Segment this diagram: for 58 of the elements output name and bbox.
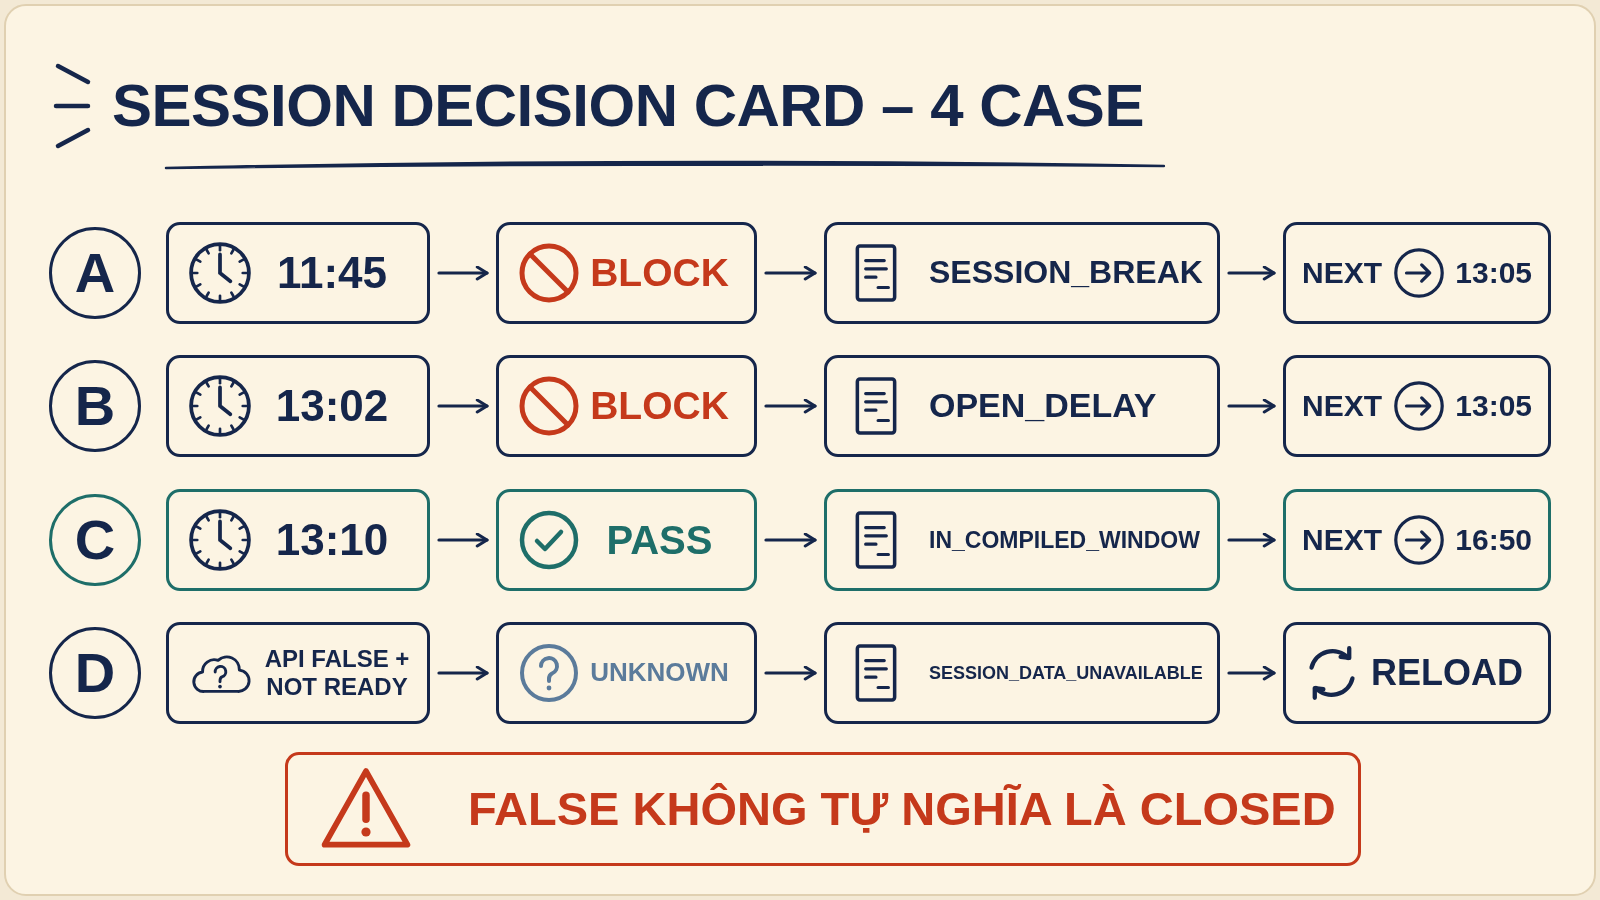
arrow xyxy=(764,398,817,414)
reason-box xyxy=(824,489,1220,591)
next-step-box xyxy=(1283,355,1551,457)
reason-code: SESSION_DATA_UNAVAILABLE xyxy=(929,663,1203,683)
status-label: PASS xyxy=(606,519,713,561)
reason-box xyxy=(824,355,1220,457)
title: SESSION DECISION CARD – 4 CASE xyxy=(112,76,1144,136)
case-circle xyxy=(49,227,141,319)
status-label: BLOCK xyxy=(590,385,729,427)
condition-box xyxy=(166,622,430,724)
arrow xyxy=(437,532,489,548)
next-time: 16:50 xyxy=(1455,524,1532,556)
arrow xyxy=(437,398,489,414)
reason-code: OPEN_DELAY xyxy=(929,388,1157,424)
reason-code: IN_COMPILED_WINDOW xyxy=(929,527,1200,553)
case-letter: D xyxy=(74,643,116,703)
case-circle xyxy=(49,360,141,452)
status-box xyxy=(496,222,757,324)
next-time: 13:05 xyxy=(1455,257,1532,289)
warning-banner xyxy=(285,752,1361,866)
status-label: UNKNOWN xyxy=(590,659,729,687)
reason-box xyxy=(824,222,1220,324)
arrow xyxy=(764,665,817,681)
next-step-box xyxy=(1283,489,1551,591)
reason-box xyxy=(824,622,1220,724)
status-box xyxy=(496,355,757,457)
status-box xyxy=(496,489,757,591)
next-label: NEXT xyxy=(1302,524,1382,556)
next-label: NEXT xyxy=(1302,257,1382,289)
next-time: 13:05 xyxy=(1455,390,1532,422)
time-box xyxy=(166,222,430,324)
case-circle xyxy=(49,494,141,586)
warning-text: FALSE KHÔNG TỰ NGHĨA LÀ CLOSED xyxy=(468,784,1336,834)
action-box xyxy=(1283,622,1551,724)
status-box xyxy=(496,622,757,724)
time-text: 13:02 xyxy=(275,382,389,430)
time-box xyxy=(166,355,430,457)
case-letter: B xyxy=(74,376,116,436)
arrow xyxy=(1227,532,1276,548)
case-letter: C xyxy=(74,510,116,570)
next-step-box xyxy=(1283,222,1551,324)
arrow xyxy=(437,265,489,281)
time-text: 13:10 xyxy=(275,516,389,564)
arrow xyxy=(1227,265,1276,281)
next-label: NEXT xyxy=(1302,390,1382,422)
case-circle xyxy=(49,627,141,719)
condition-text: API FALSE + NOT READY xyxy=(263,645,411,701)
time-box xyxy=(166,489,430,591)
time-text: 11:45 xyxy=(276,249,388,297)
status-label: BLOCK xyxy=(590,252,729,294)
arrow xyxy=(437,665,489,681)
action-label: RELOAD xyxy=(1371,654,1523,692)
case-letter: A xyxy=(74,243,116,303)
arrow xyxy=(764,265,817,281)
arrow xyxy=(1227,398,1276,414)
arrow xyxy=(1227,665,1276,681)
reason-code: SESSION_BREAK xyxy=(929,256,1203,290)
arrow xyxy=(764,532,817,548)
